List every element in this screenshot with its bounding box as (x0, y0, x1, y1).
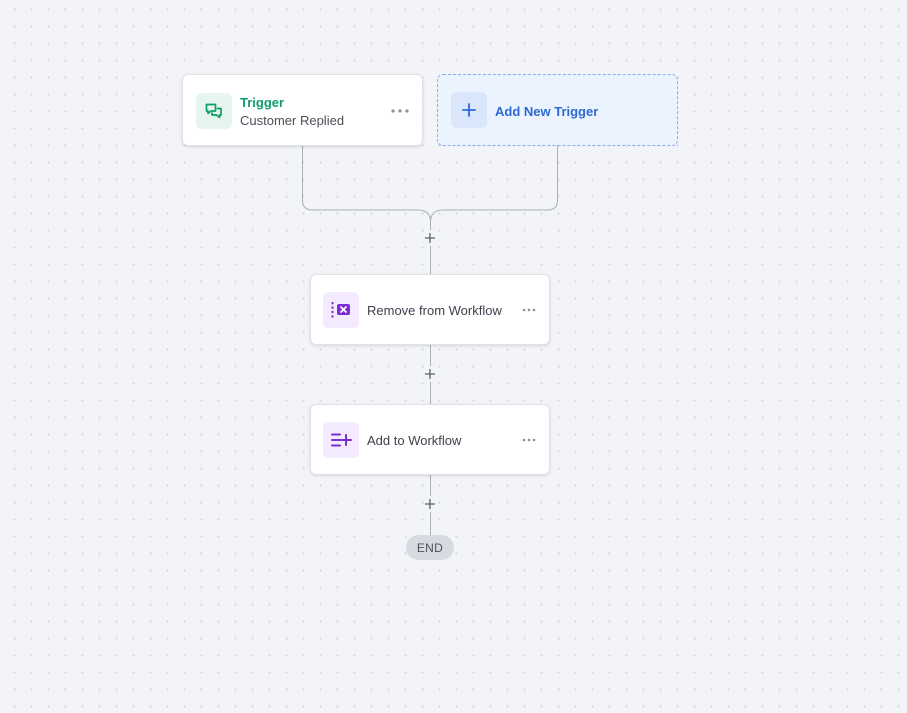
trigger-label: Trigger (240, 95, 285, 110)
add-step-button[interactable] (422, 496, 438, 512)
action-more-options-icon[interactable] (517, 302, 541, 318)
add-to-workflow-icon (323, 422, 359, 458)
add-new-trigger-label: Add New Trigger (495, 104, 599, 119)
action-title: Add to Workflow (367, 433, 462, 448)
end-node: END (406, 535, 454, 560)
trigger-event-name: Customer Replied (240, 113, 345, 128)
action-more-options-icon[interactable] (517, 432, 541, 448)
trigger-more-options-icon[interactable] (388, 103, 412, 119)
add-step-button[interactable] (422, 230, 438, 246)
remove-from-workflow-icon (323, 292, 359, 328)
action-title: Remove from Workflow (367, 303, 502, 318)
trigger-connector (302, 146, 431, 230)
add-step-button[interactable] (422, 366, 438, 382)
trigger-card[interactable]: Trigger Customer Replied (182, 74, 423, 146)
plus-icon (451, 92, 487, 128)
action-card-remove-from-workflow[interactable]: Remove from Workflow (310, 274, 550, 345)
chat-bubbles-icon (196, 93, 232, 129)
add-trigger-connector (430, 146, 558, 223)
add-new-trigger-button[interactable]: Add New Trigger (437, 74, 678, 146)
action-card-add-to-workflow[interactable]: Add to Workflow (310, 404, 550, 475)
